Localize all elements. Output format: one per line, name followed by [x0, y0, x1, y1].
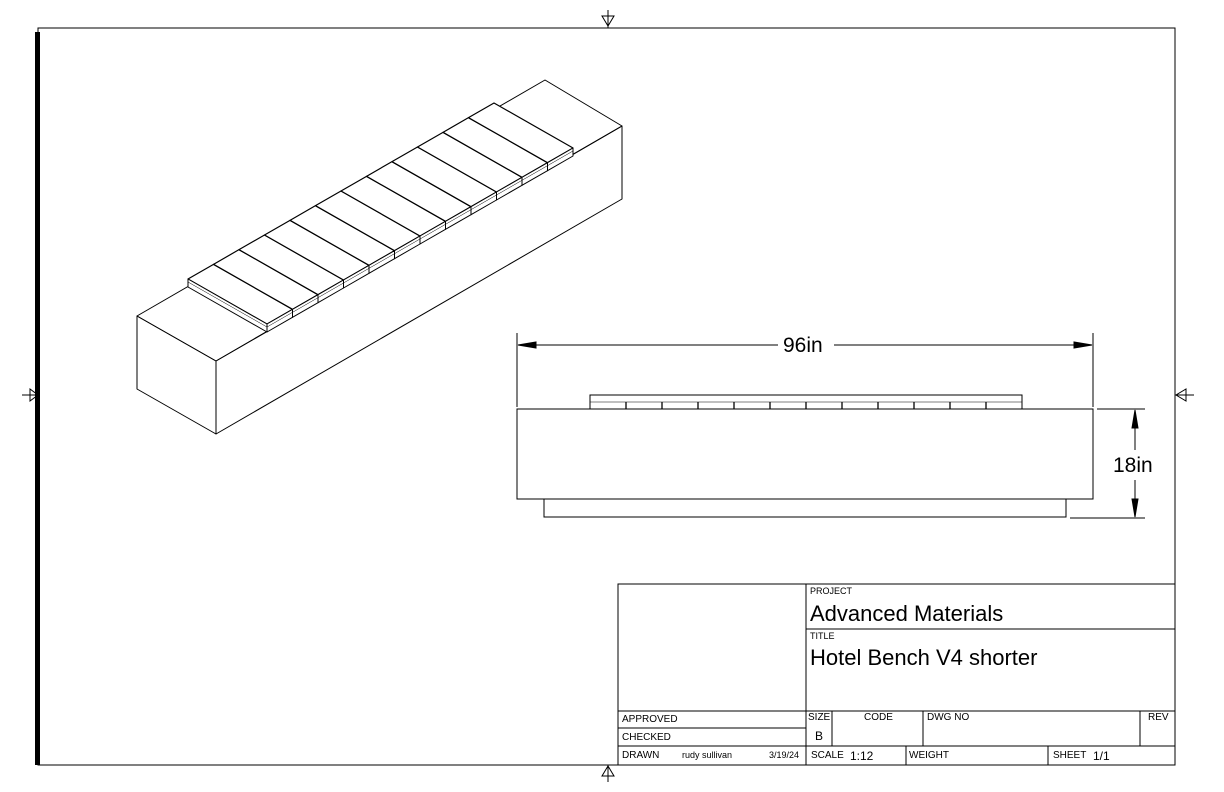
size-label: SIZE — [808, 712, 831, 723]
front-view — [516, 394, 1094, 518]
bench-body — [516, 408, 1094, 500]
dimension-height — [1070, 408, 1145, 519]
height-dimension-label: 18in — [1113, 454, 1153, 477]
iso-slat-edge-line — [445, 209, 472, 225]
iso-slat-edge-line — [496, 180, 523, 196]
sheet-label: SHEET — [1053, 750, 1087, 761]
scale-label: SCALE — [811, 750, 844, 761]
sheet-value: 1/1 — [1093, 749, 1110, 763]
checked-label: CHECKED — [622, 732, 671, 743]
length-dimension-label: 96in — [783, 334, 823, 357]
weight-label: WEIGHT — [909, 750, 949, 761]
dwg-no-label: DWG NO — [927, 712, 970, 723]
iso-slat-edge-line — [343, 268, 370, 284]
bench-base — [543, 498, 1067, 518]
iso-slat-front-edge — [187, 278, 268, 333]
center-marks — [22, 10, 1194, 782]
title-label: TITLE — [810, 631, 835, 641]
project-label: PROJECT — [810, 586, 853, 596]
rev-label: REV — [1148, 712, 1169, 723]
approved-label: APPROVED — [622, 714, 678, 725]
drawn-label: DRAWN — [622, 750, 660, 761]
iso-slat-edge-line — [547, 150, 574, 166]
project-value: Advanced Materials — [810, 601, 1004, 626]
iso-slat-edge-line — [521, 165, 548, 181]
drawn-date: 3/19/24 — [769, 750, 800, 760]
iso-slat-edge-line — [187, 281, 268, 328]
iso-slat-edge-line — [419, 224, 446, 240]
scale-value: 1:12 — [850, 749, 874, 763]
iso-slat-edge-line — [394, 238, 421, 254]
drawn-by: rudy sullivan — [682, 750, 733, 760]
border-binding-bar — [35, 32, 40, 765]
iso-slat-edge-line — [317, 282, 344, 298]
title-block-lines — [617, 583, 1176, 766]
dimension-length — [516, 333, 1094, 407]
size-value: B — [815, 729, 824, 743]
iso-slat-edge-line — [368, 253, 395, 269]
iso-slat-edge-line — [470, 194, 497, 210]
iso-slat-edge — [547, 147, 574, 172]
iso-front-face — [136, 315, 217, 435]
isometric-view — [136, 79, 623, 435]
code-label: CODE — [864, 712, 893, 723]
iso-slat-edge-line — [292, 297, 319, 313]
iso-slat-edge-line — [266, 312, 293, 328]
title-value: Hotel Bench V4 shorter — [810, 645, 1038, 670]
